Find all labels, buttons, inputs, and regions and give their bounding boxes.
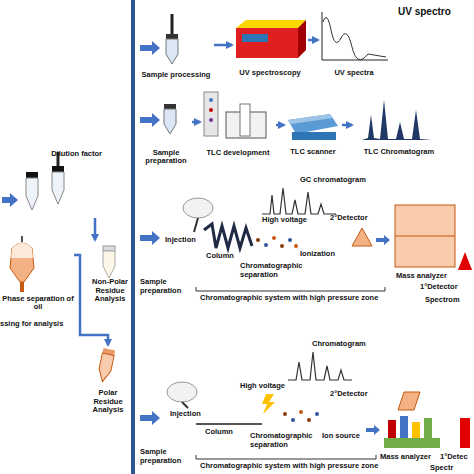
uv-spectrum-plot — [322, 12, 388, 60]
part-label: Spectr — [430, 464, 453, 473]
part-label: ssing for analysis — [0, 320, 63, 329]
detector-symbol — [352, 228, 372, 246]
ion-dots — [283, 410, 319, 422]
step-node: TLC development — [200, 88, 276, 158]
node-label: Phase separation of oil — [2, 295, 74, 312]
mass-analyzer-divider — [395, 236, 455, 237]
flow-arrow — [276, 124, 284, 127]
tlc-scanner — [288, 114, 338, 140]
part-label: High voltage — [240, 382, 285, 391]
mass-analyzer-icon — [384, 416, 440, 448]
step-node: UV spectroscopy — [232, 18, 308, 78]
flow-arrow — [308, 39, 318, 42]
tlc-chromatogram — [362, 100, 432, 140]
bracket-line — [196, 455, 376, 459]
gloved-hand — [167, 382, 197, 408]
part-label: Column — [206, 252, 234, 261]
ion-dots — [256, 236, 298, 248]
part-label: Column — [205, 428, 233, 437]
block-arrow — [140, 231, 160, 245]
tlc-plate — [204, 92, 218, 136]
part-label: 2°Detector — [330, 214, 368, 223]
part-label: Injection — [170, 410, 201, 419]
part-label: Chromatographic separation — [240, 262, 304, 279]
part-label: Chromatographic system with high pressur… — [200, 462, 378, 471]
block-arrow — [376, 235, 390, 245]
tube-icon — [166, 14, 178, 64]
bracket-line — [196, 287, 385, 291]
detector-symbol — [398, 392, 420, 410]
column-line — [196, 423, 262, 425]
step-node: TLC scanner — [284, 105, 342, 157]
detector-symbol — [460, 418, 470, 448]
divider-bar — [131, 0, 135, 474]
part-label: 1°Detector — [420, 283, 458, 292]
flow-arrow — [192, 121, 200, 124]
block-arrow — [2, 193, 18, 207]
node-label: Sample preparation — [140, 149, 192, 166]
step-node: Sample processing — [138, 28, 214, 80]
block-arrow — [140, 113, 160, 127]
block-arrow — [140, 411, 160, 425]
flow-arrow — [214, 44, 232, 47]
node-label: Polar Residue Analysis — [84, 389, 132, 415]
block-arrow — [366, 425, 380, 435]
step-node: TLC Chromatogram — [352, 95, 446, 157]
node-label: Dilution factor — [20, 150, 102, 159]
tube-icon — [26, 152, 64, 210]
node-label: Sample processing — [138, 71, 214, 80]
part-label: Chromatographic separation — [250, 432, 314, 449]
uv-spectrometer — [236, 20, 306, 58]
node-label: UV spectroscopy — [232, 69, 308, 78]
node-label: UV spectra — [318, 69, 390, 78]
part-label: 2°Detector — [330, 390, 368, 399]
node-label: TLC scanner — [284, 148, 342, 157]
separatory-funnel — [10, 236, 34, 292]
node-label: Non-Polar Residue Analysis — [86, 278, 134, 304]
part-label: 1°Detec — [440, 453, 468, 462]
part-label: Sample preparation — [140, 448, 192, 465]
step-node: UV spectra — [318, 8, 390, 78]
tube-icon — [164, 104, 176, 134]
step-node: Non-Polar Residue Analysis — [86, 240, 134, 304]
tube-icon — [97, 348, 116, 383]
chromatogram-plot — [288, 352, 352, 380]
lightning-symbol — [262, 394, 275, 414]
flow-arrow — [94, 218, 97, 240]
tlc-tank — [226, 104, 266, 138]
gc-chromatogram-plot — [262, 188, 336, 214]
column-coil — [204, 224, 252, 248]
part-label: Ion source — [322, 432, 360, 441]
mass-analyzer-box — [395, 205, 455, 267]
step-node: Sample preparation — [140, 98, 192, 166]
block-arrow — [140, 41, 160, 55]
step-node: Polar Residue Analysis — [84, 345, 132, 415]
node-label: TLC Chromatogram — [352, 148, 446, 157]
part-label: Mass analyzer — [396, 272, 447, 281]
part-label: Chromatographic system with high pressur… — [200, 294, 378, 303]
step-node: Dilution factor — [20, 150, 102, 218]
part-label: GC chromatogram — [300, 176, 366, 185]
step-node: Phase separation of oil — [2, 232, 74, 312]
part-label: Chromatogram — [312, 340, 366, 349]
tube-icon — [103, 246, 115, 278]
part-label: Mass analyzer — [380, 453, 431, 462]
flow-arrow — [342, 124, 352, 127]
node-label: TLC development — [200, 149, 276, 158]
detector-symbol — [458, 252, 472, 270]
part-label: Spectrom — [425, 296, 460, 305]
part-label: Sample preparation — [140, 278, 192, 295]
part-label: Injection — [165, 236, 196, 245]
part-label: Ionization — [300, 250, 335, 259]
part-label: UV spectro — [398, 6, 451, 18]
part-label: High voltage — [262, 216, 307, 225]
